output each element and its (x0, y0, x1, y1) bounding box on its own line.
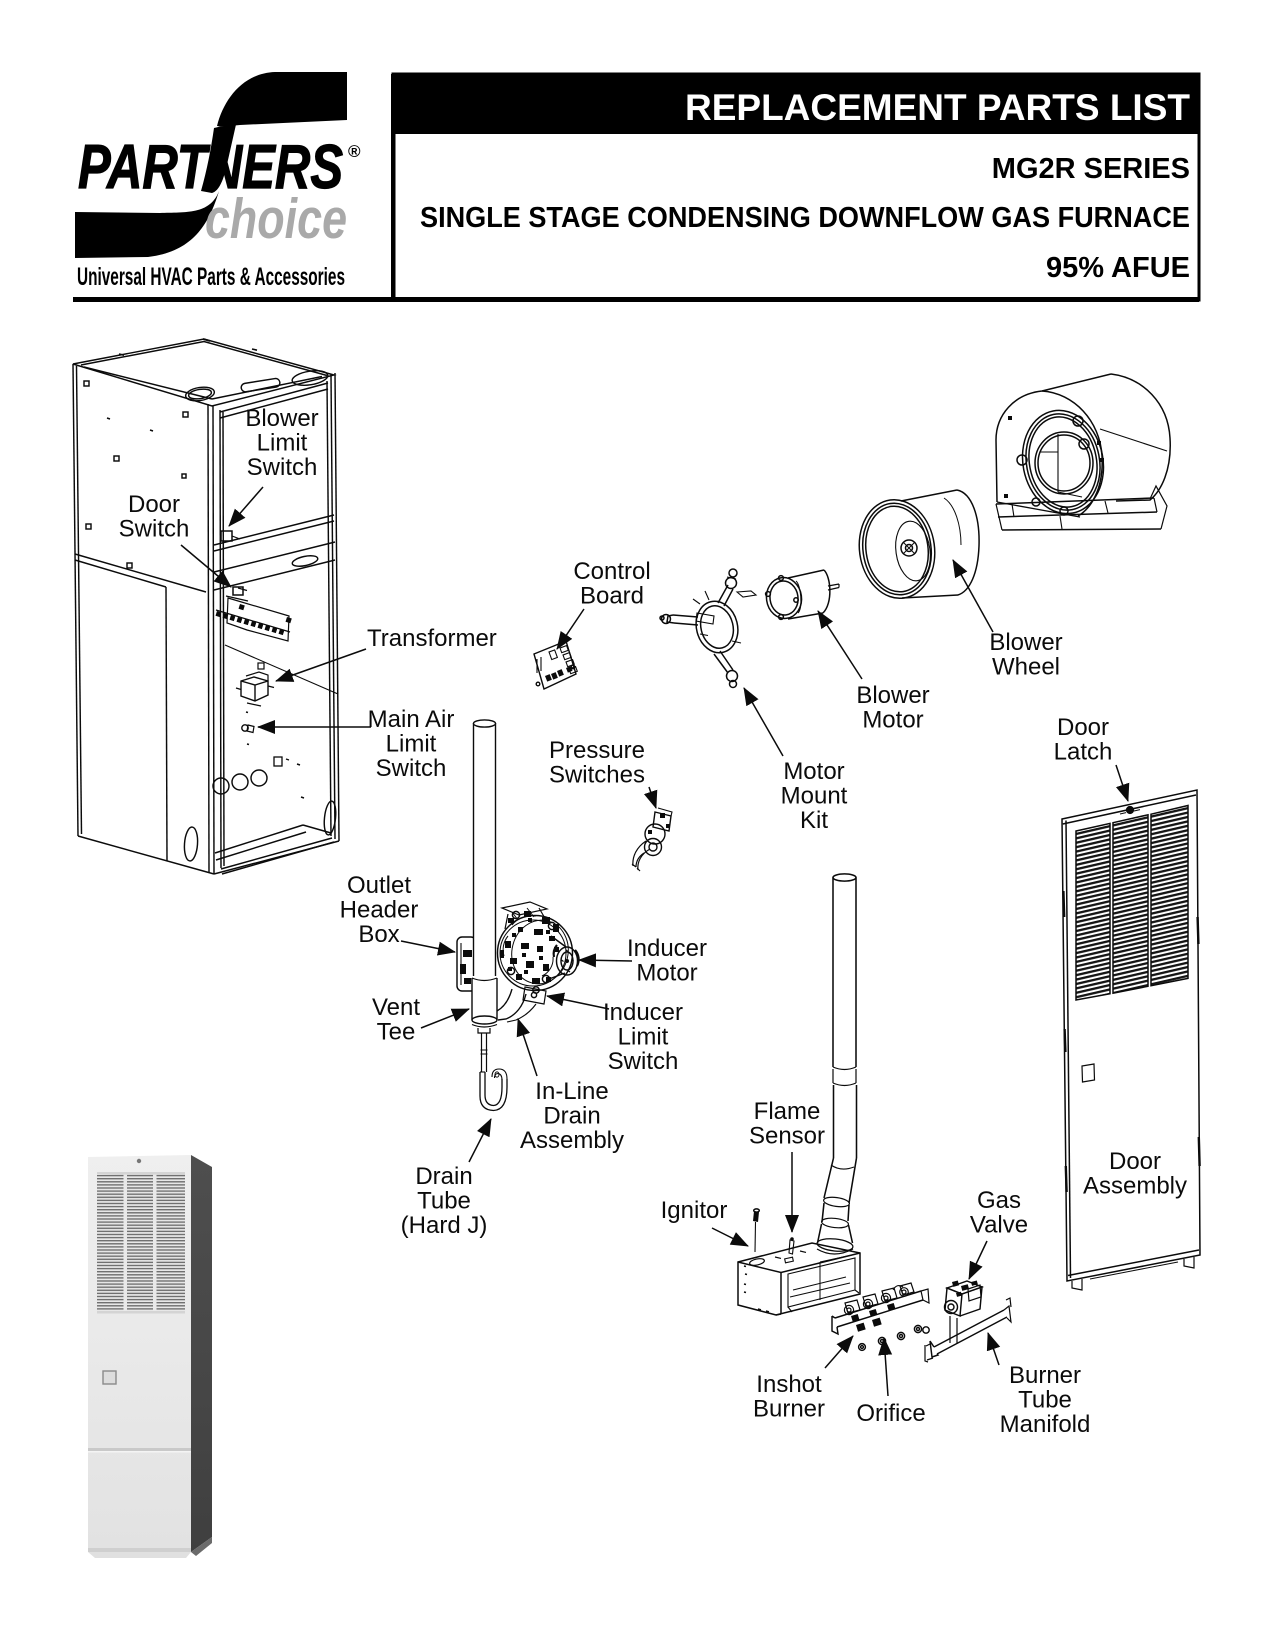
svg-text:Latch: Latch (1054, 739, 1113, 766)
svg-text:Tube: Tube (1018, 1387, 1072, 1414)
svg-text:Door: Door (1109, 1148, 1161, 1175)
svg-text:Blower: Blower (856, 682, 929, 709)
svg-text:Mount: Mount (781, 783, 848, 810)
svg-text:Drain: Drain (543, 1103, 600, 1130)
svg-text:Assembly: Assembly (1083, 1173, 1187, 1200)
svg-text:Switch: Switch (119, 516, 190, 543)
svg-text:Switch: Switch (247, 454, 318, 481)
svg-text:Inshot: Inshot (756, 1371, 822, 1398)
svg-text:Drain: Drain (415, 1163, 472, 1190)
svg-text:Switches: Switches (549, 762, 645, 789)
svg-text:Flame: Flame (754, 1098, 821, 1125)
svg-text:Wheel: Wheel (992, 654, 1060, 681)
svg-text:95% AFUE: 95% AFUE (1046, 252, 1190, 284)
svg-text:Motor: Motor (783, 758, 844, 785)
svg-text:Universal HVAC Parts & Accesso: Universal HVAC Parts & Accessories (77, 263, 345, 291)
svg-text:In-Line: In-Line (535, 1078, 608, 1105)
svg-text:Valve: Valve (970, 1212, 1028, 1239)
svg-text:REPLACEMENT PARTS LIST: REPLACEMENT PARTS LIST (685, 87, 1190, 128)
svg-text:Burner: Burner (753, 1396, 825, 1423)
svg-text:Limit: Limit (257, 430, 308, 457)
svg-text:Kit: Kit (800, 807, 828, 834)
svg-text:®: ® (348, 142, 361, 161)
svg-text:Manifold: Manifold (1000, 1411, 1091, 1438)
svg-text:Burner: Burner (1009, 1362, 1081, 1389)
svg-text:MG2R SERIES: MG2R SERIES (992, 153, 1190, 185)
svg-text:Header: Header (340, 897, 419, 924)
svg-text:Motor: Motor (862, 707, 923, 734)
svg-text:Box: Box (358, 921, 399, 948)
svg-text:Limit: Limit (618, 1024, 669, 1051)
svg-text:Door: Door (128, 491, 180, 518)
svg-text:Pressure: Pressure (549, 737, 645, 764)
svg-text:Inducer: Inducer (603, 999, 683, 1026)
svg-text:Transformer: Transformer (367, 625, 497, 652)
svg-text:Switch: Switch (376, 755, 447, 782)
svg-text:Board: Board (580, 583, 644, 610)
svg-text:Inducer: Inducer (627, 935, 707, 962)
svg-text:choice: choice (205, 187, 347, 251)
svg-text:Vent: Vent (372, 994, 420, 1021)
svg-text:Blower: Blower (989, 629, 1062, 656)
svg-text:Ignitor: Ignitor (661, 1197, 728, 1224)
svg-text:Orifice: Orifice (856, 1400, 925, 1427)
svg-text:Gas: Gas (977, 1187, 1021, 1214)
svg-text:Limit: Limit (386, 731, 437, 758)
svg-text:Main Air: Main Air (368, 706, 455, 733)
svg-text:Motor: Motor (636, 960, 697, 987)
svg-text:Control: Control (573, 558, 650, 585)
svg-text:Tee: Tee (377, 1019, 416, 1046)
svg-text:Assembly: Assembly (520, 1127, 624, 1154)
svg-text:Tube: Tube (417, 1188, 471, 1215)
svg-text:SINGLE STAGE CONDENSING DOWNFL: SINGLE STAGE CONDENSING DOWNFLOW GAS FUR… (420, 202, 1190, 234)
svg-text:Sensor: Sensor (749, 1123, 825, 1150)
svg-text:(Hard J): (Hard J) (401, 1212, 488, 1239)
svg-text:Blower: Blower (245, 405, 318, 432)
svg-text:Switch: Switch (608, 1048, 679, 1075)
svg-text:Door: Door (1057, 714, 1109, 741)
svg-text:Outlet: Outlet (347, 872, 411, 899)
svg-text:PARTNERS: PARTNERS (78, 133, 343, 202)
